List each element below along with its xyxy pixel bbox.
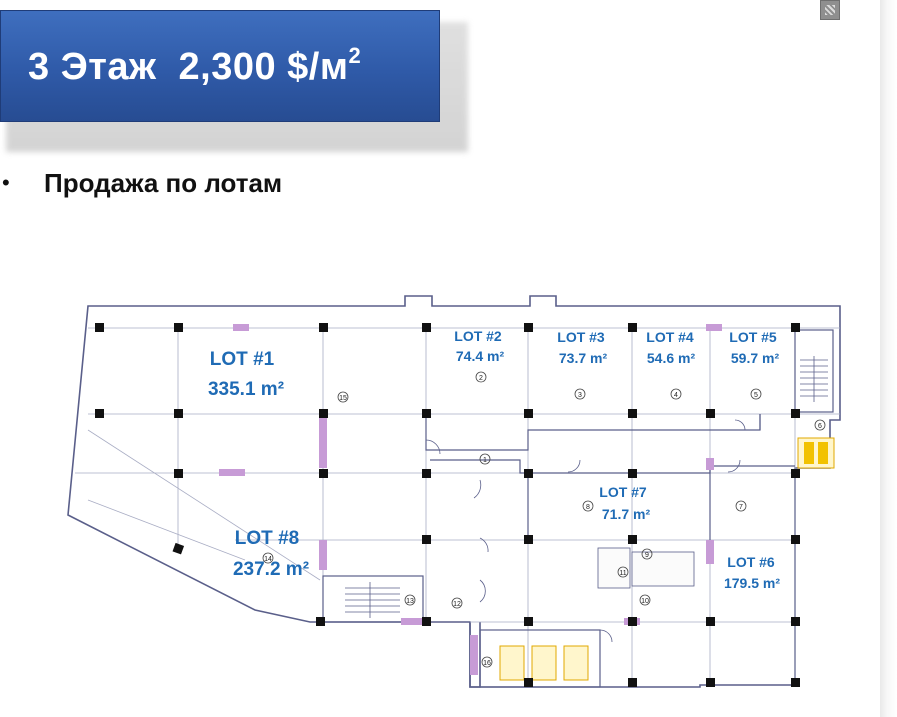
title-superscript: 2	[348, 43, 362, 68]
lot-labels: LOT #1 335.1 m² LOT #2 74.4 m² LOT #3 73…	[208, 328, 780, 591]
lot-1-name: LOT #1	[210, 349, 275, 370]
stair-core-north	[800, 356, 828, 402]
lot-8-area: 237.2 m²	[233, 559, 309, 580]
room-number: 7	[739, 504, 743, 511]
room-number: 12	[453, 601, 461, 608]
room-number: 3	[578, 392, 582, 399]
room-number: 11	[619, 570, 626, 577]
lot-5-area: 59.7 m²	[731, 350, 780, 366]
room-number: 8	[586, 504, 590, 511]
lot-5-name: LOT #5	[729, 329, 777, 345]
grid-lines	[75, 327, 840, 687]
room-number-labels: 1 2 3 4 5 6 7 8 9 10 11 12 13 14 15 16	[264, 375, 822, 667]
lot-8-name: LOT #8	[235, 528, 299, 549]
floor-plan: 1 2 3 4 5 6 7 8 9 10 11 12 13 14 15 16 L…	[67, 295, 841, 688]
door-swings	[425, 419, 746, 643]
room-number-markers	[262, 371, 826, 668]
lot-4-name: LOT #4	[646, 329, 694, 345]
lot-4-area: 54.6 m²	[647, 350, 696, 366]
lot-2-name: LOT #2	[454, 328, 502, 344]
lot-7-name: LOT #7	[599, 484, 647, 500]
room-number: 6	[818, 423, 822, 430]
room-number: 10	[641, 598, 649, 605]
room-number: 5	[754, 392, 758, 399]
lot-3-name: LOT #3	[557, 329, 605, 345]
room-number: 13	[406, 598, 414, 605]
bullet-text: Продажа по лотам	[44, 167, 283, 198]
title-banner: 3 Этаж 2,300 $/м2	[0, 10, 440, 122]
bullet-item: • Продажа по лотам	[0, 165, 282, 201]
room-number: 16	[483, 660, 491, 667]
lot-3-area: 73.7 m²	[559, 350, 608, 366]
structural-columns	[95, 323, 800, 687]
bullet-marker: •	[2, 170, 10, 195]
lot-2-area: 74.4 m²	[456, 348, 505, 364]
slide-corner-icon[interactable]	[820, 0, 840, 20]
room-number: 9	[645, 552, 649, 559]
room-number: 2	[479, 375, 483, 382]
elevator-shafts	[499, 437, 835, 681]
title-text: 3 Этаж 2,300 $/м	[28, 46, 349, 88]
room-number: 14	[264, 556, 272, 563]
page-title: 3 Этаж 2,300 $/м2	[28, 43, 361, 89]
room-number: 4	[674, 392, 678, 399]
lot-1-area: 335.1 m²	[208, 379, 284, 400]
room-number: 1	[483, 457, 487, 464]
lot-7-area: 71.7 m²	[602, 506, 651, 522]
page-edge-shadow	[880, 0, 897, 717]
room-number: 15	[339, 395, 347, 402]
stair-core-south	[345, 582, 400, 618]
lot-6-name: LOT #6	[727, 554, 775, 570]
inner-walls	[322, 329, 834, 688]
lot-6-area: 179.5 m²	[724, 575, 780, 591]
